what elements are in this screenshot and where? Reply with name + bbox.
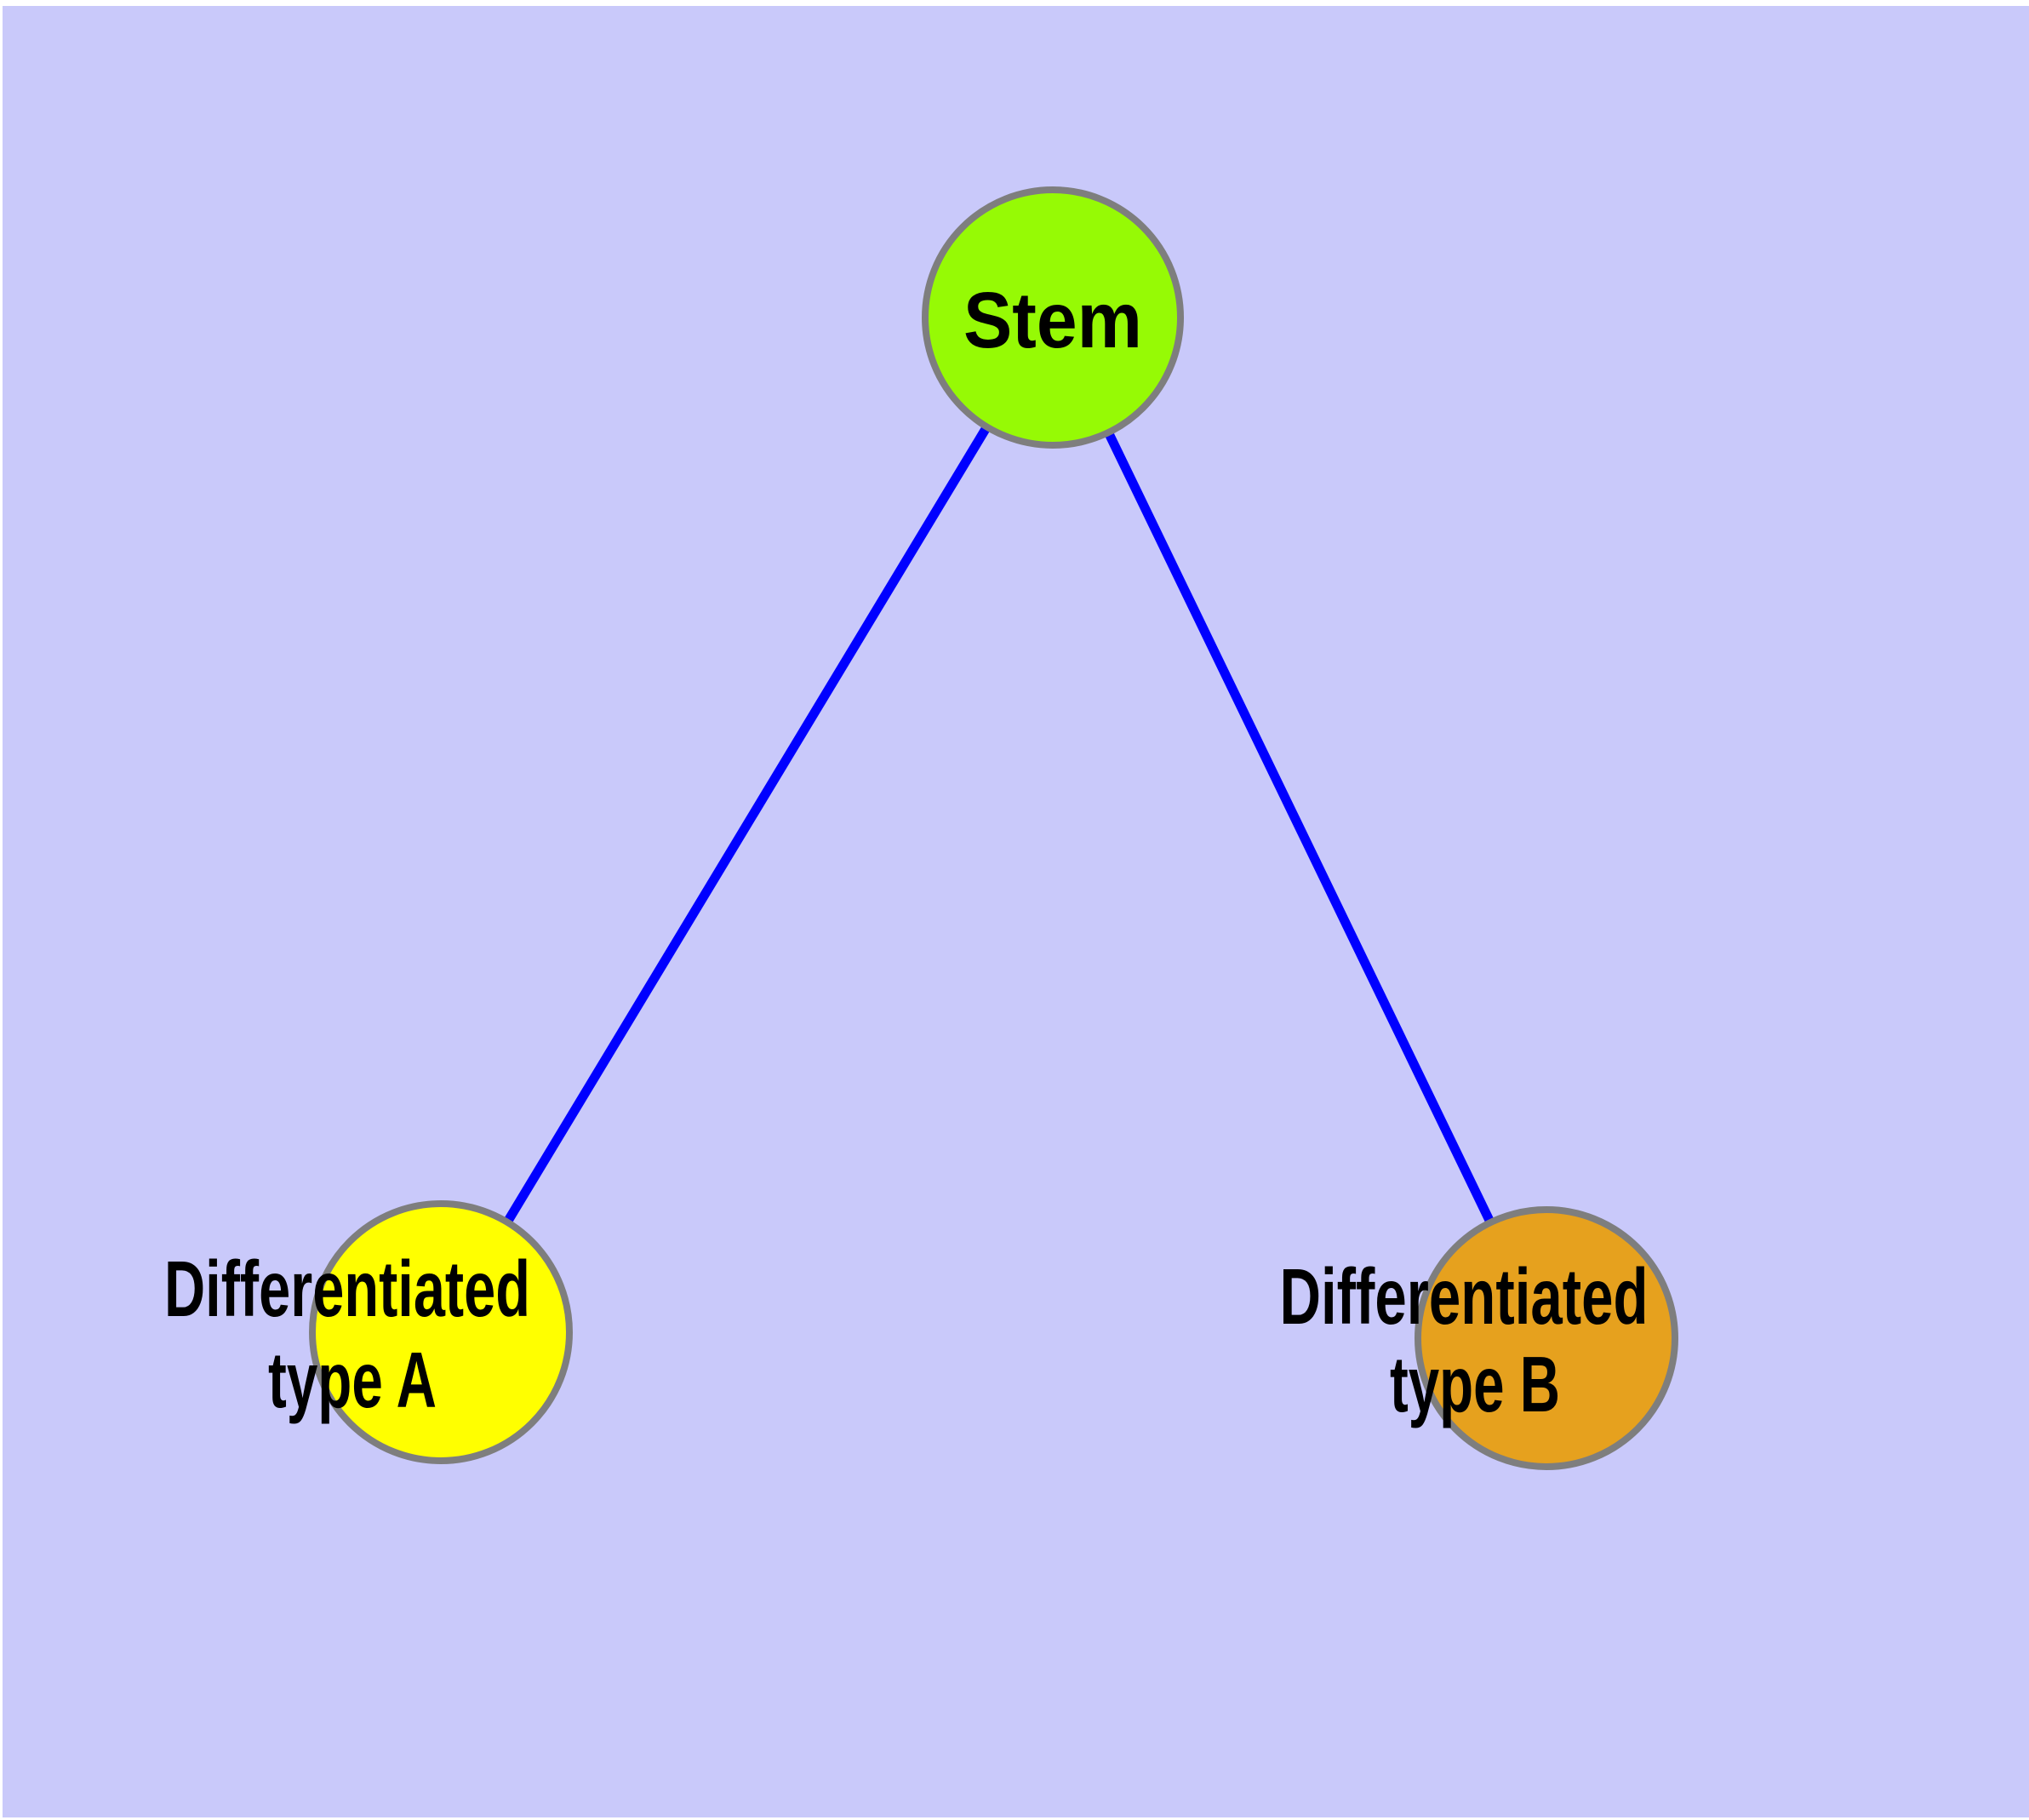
node-label-typeA-line2: type A — [268, 1336, 437, 1424]
node-label-typeB-line2: type B — [1390, 1340, 1560, 1428]
node-label-typeB-line1: Differentiated — [1280, 1252, 1649, 1341]
node-differentiated-type-a — [309, 1200, 573, 1464]
node-label-typeA-line1: Differentiated — [164, 1245, 530, 1333]
node-label-stem: Stem — [963, 276, 1142, 364]
edge-stem-to-typeB — [1049, 315, 1551, 1341]
edge-stem-to-typeA — [437, 315, 1057, 1335]
node-differentiated-type-b — [1415, 1206, 1678, 1470]
node-stem — [922, 186, 1184, 449]
